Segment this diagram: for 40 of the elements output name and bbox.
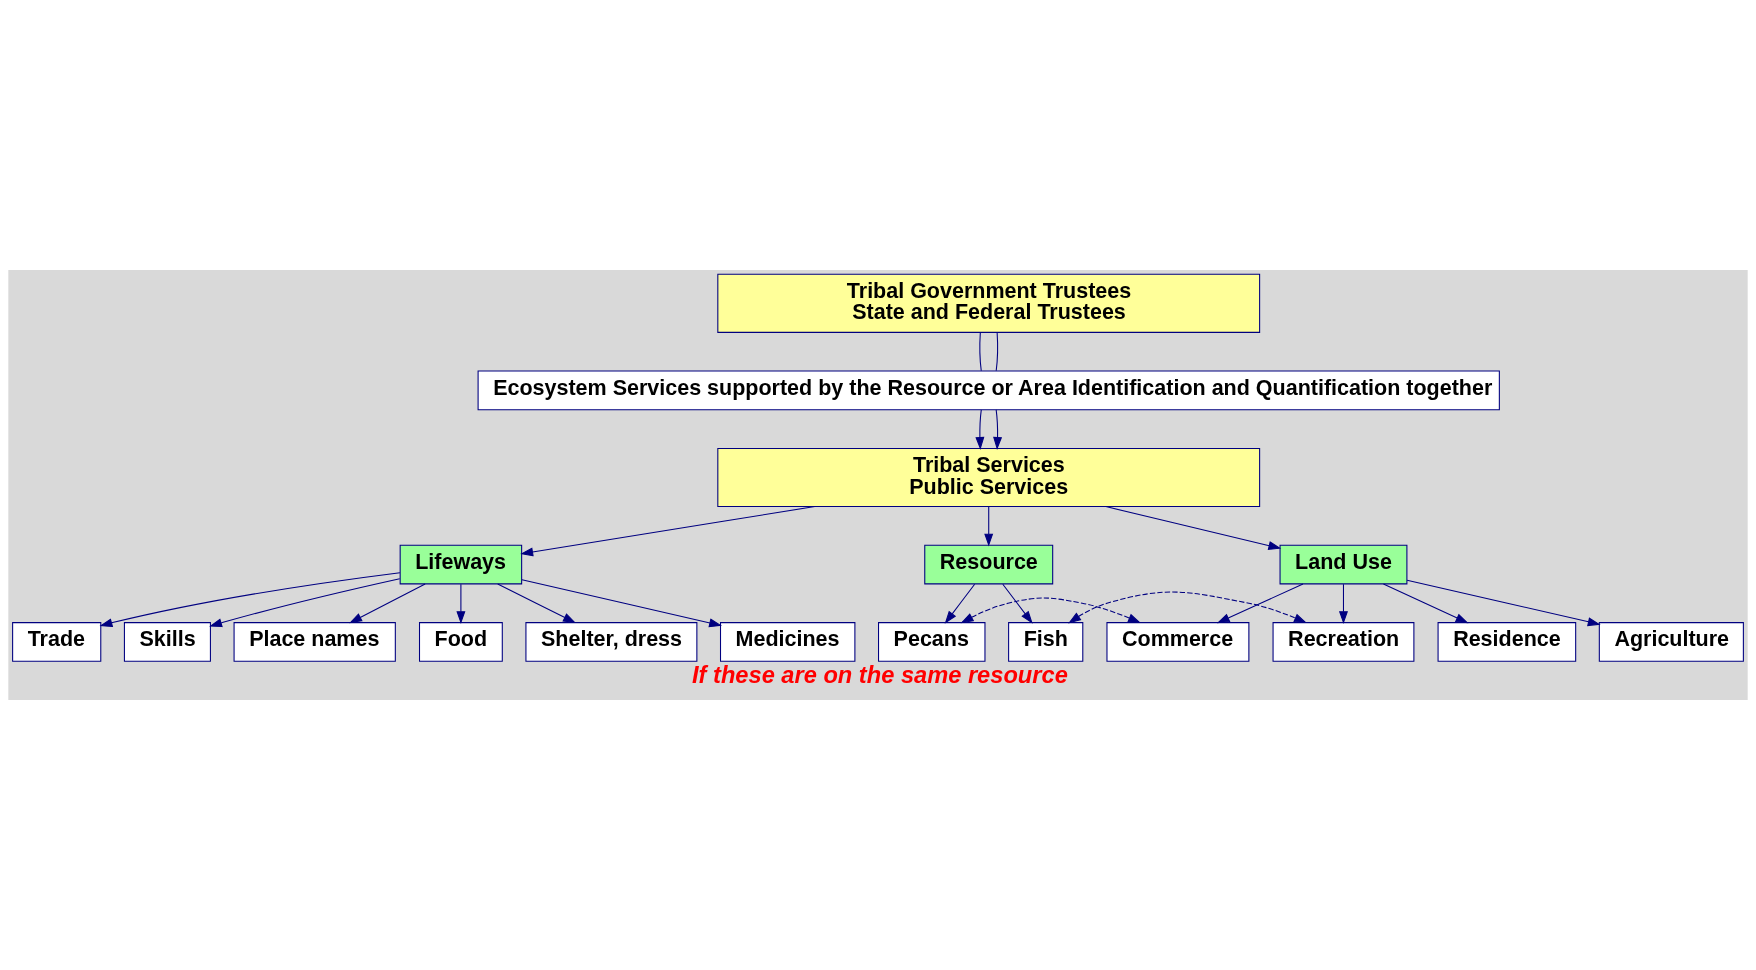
arrow — [1002, 583, 1033, 624]
arrow — [1216, 583, 1304, 624]
node-box: Lifeways — [399, 544, 523, 585]
arrow — [456, 583, 466, 625]
arrow — [209, 578, 401, 628]
connector — [979, 332, 982, 372]
arrow — [960, 597, 1141, 624]
node-box: Commerce — [1106, 622, 1250, 662]
arrow — [1406, 579, 1601, 627]
node-box: Land Use — [1279, 544, 1408, 585]
node-box: Food — [418, 622, 503, 662]
arrow — [1338, 583, 1348, 625]
node-box: Ecosystem Services supported by the Resource or Area Identification and Quantification together — [477, 370, 1500, 411]
node-box: Medicines — [719, 622, 856, 662]
node-box: Tribal Government Trustees State and Federal Trustees — [717, 273, 1261, 333]
arrow — [1105, 506, 1282, 550]
node-box: Trade — [12, 622, 102, 662]
arrow — [521, 579, 723, 628]
arrow — [993, 409, 1003, 450]
arrow — [497, 583, 576, 624]
node-box: Fish — [1008, 622, 1084, 662]
arrow — [349, 583, 426, 624]
node-box: Resource — [924, 544, 1054, 585]
arrow — [1068, 591, 1307, 624]
arrow — [1382, 583, 1469, 624]
arrow — [99, 572, 401, 628]
arrow — [975, 409, 985, 450]
node-box: Residence — [1437, 622, 1577, 662]
node-box: Shelter, dress — [525, 622, 698, 662]
connector — [995, 332, 999, 372]
caption: If these are on the same resource — [692, 662, 1068, 689]
arrow — [944, 583, 976, 624]
node-box: Recreation — [1272, 622, 1415, 662]
node-box: Skills — [123, 622, 211, 662]
node-box: Tribal Services Public Services — [717, 447, 1261, 508]
node-box: Place names — [233, 622, 396, 662]
node-box: Pecans — [878, 622, 986, 662]
arrow — [984, 506, 994, 547]
node-box: Agriculture — [1598, 622, 1744, 662]
arrow — [520, 506, 816, 557]
